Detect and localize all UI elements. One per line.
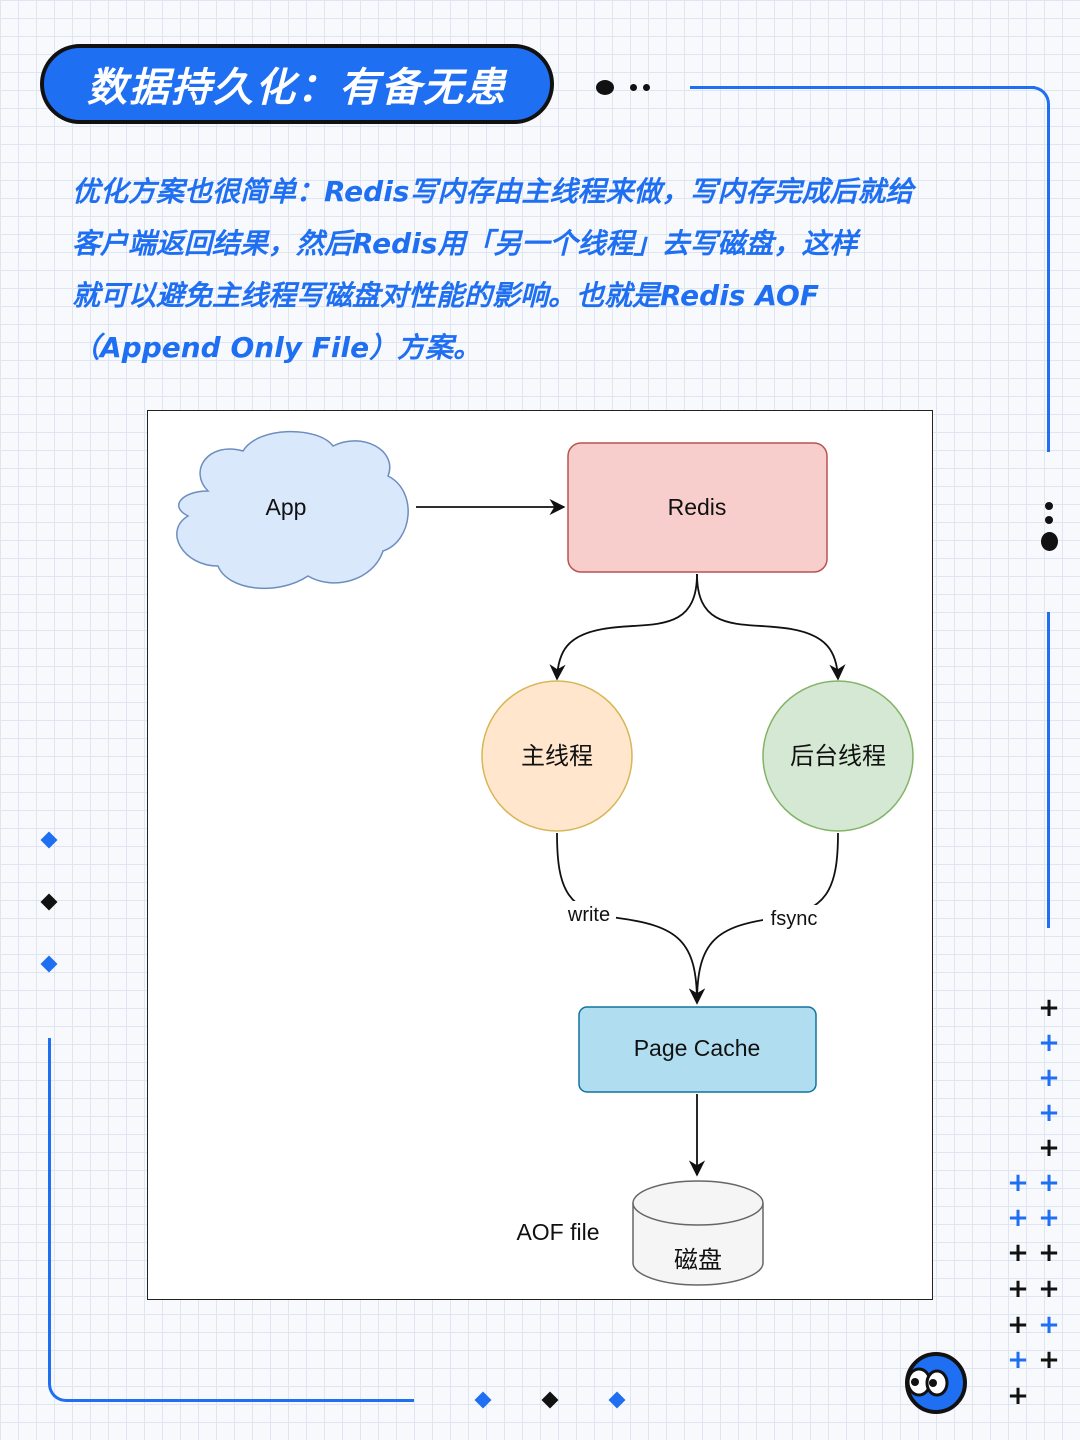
page-cache-node: Page Cache (578, 1006, 817, 1093)
plus-icon: + (1038, 1028, 1060, 1058)
plus-icon: + (1038, 1203, 1060, 1233)
fsync-label: fsync (771, 908, 818, 930)
app-cloud-shape (176, 430, 409, 589)
plus-icon: + (1007, 1274, 1029, 1304)
plus-icon: + (1038, 1238, 1060, 1268)
arrow-redis-bg (696, 573, 846, 681)
diamond-icon (40, 955, 58, 973)
page-title: 数据持久化：有备无患 (87, 65, 507, 111)
disk-cylinder-top (632, 1180, 764, 1226)
main-thread-label: 主线程 (521, 742, 593, 770)
redis-node: Redis (567, 442, 828, 573)
bg-thread-circle (762, 680, 914, 832)
bg-thread-label: 后台线程 (790, 742, 886, 770)
architecture-diagram: App Redis 主线程 后台线程 write fsync (147, 410, 933, 1300)
frame-line-top (690, 86, 1035, 89)
plus-icon: + (1007, 1381, 1029, 1411)
plus-icon: + (1007, 1310, 1029, 1340)
plus-icon: + (1038, 1310, 1060, 1340)
page-cache-box (578, 1006, 817, 1093)
main-thread-node: 主线程 (481, 680, 633, 832)
title-banner: 数据持久化：有备无患 (40, 44, 554, 124)
plus-icon: + (1007, 1168, 1029, 1198)
write-label-bg (562, 901, 616, 925)
plus-icon: + (1007, 1345, 1029, 1375)
app-label: App (266, 494, 307, 520)
frame-line-right-lower (1047, 612, 1050, 928)
mascot-eyes-icon (905, 1352, 967, 1414)
app-node: App (176, 430, 409, 589)
diamond-icon (608, 1391, 626, 1409)
side-dot-large (1041, 532, 1058, 551)
header-dot-large (596, 80, 614, 95)
frame-line-right-upper (1047, 112, 1050, 452)
frame-line-left (48, 1038, 51, 1373)
plus-icon: + (1038, 1274, 1060, 1304)
main-thread-circle (481, 680, 633, 832)
page-cache-label: Page Cache (634, 1035, 761, 1061)
plus-icon: + (1007, 1203, 1029, 1233)
diamond-icon (541, 1391, 559, 1409)
side-dot-small (1045, 502, 1053, 510)
disk-cylinder (632, 1203, 764, 1286)
diagram-canvas: App Redis 主线程 后台线程 write fsync (176, 430, 914, 1286)
diamond-icon (40, 893, 58, 911)
frame-corner-bottom-left (48, 1370, 78, 1402)
description-text: 优化方案也很简单：Redis写内存由主线程来做，写内存完成后就给 客户端返回结果… (72, 175, 914, 364)
header-dot-small (630, 84, 637, 91)
plus-icon: + (1038, 1345, 1060, 1375)
plus-icon: + (1038, 1133, 1060, 1163)
disk-node: 磁盘 (632, 1180, 764, 1286)
frame-line-bottom (76, 1399, 414, 1402)
frame-corner-top-right (1020, 86, 1050, 116)
plus-icon: + (1038, 1168, 1060, 1198)
arrow-redis-main (549, 573, 698, 681)
write-label: write (567, 904, 610, 926)
diamond-icon (40, 831, 58, 849)
arrow-write (556, 832, 706, 1005)
plus-icon: + (1007, 1238, 1029, 1268)
aof-file-label: AOF file (516, 1219, 599, 1245)
header-dot-small (643, 84, 650, 91)
disk-label: 磁盘 (674, 1246, 722, 1274)
redis-box (567, 442, 828, 573)
plus-icon: + (1038, 993, 1060, 1023)
redis-label: Redis (668, 494, 727, 520)
plus-icon: + (1038, 1063, 1060, 1093)
bg-thread-node: 后台线程 (762, 680, 914, 832)
plus-icon: + (1038, 1098, 1060, 1128)
diamond-icon (474, 1391, 492, 1409)
side-dot-small (1045, 516, 1053, 524)
fsync-label-bg (763, 905, 825, 931)
